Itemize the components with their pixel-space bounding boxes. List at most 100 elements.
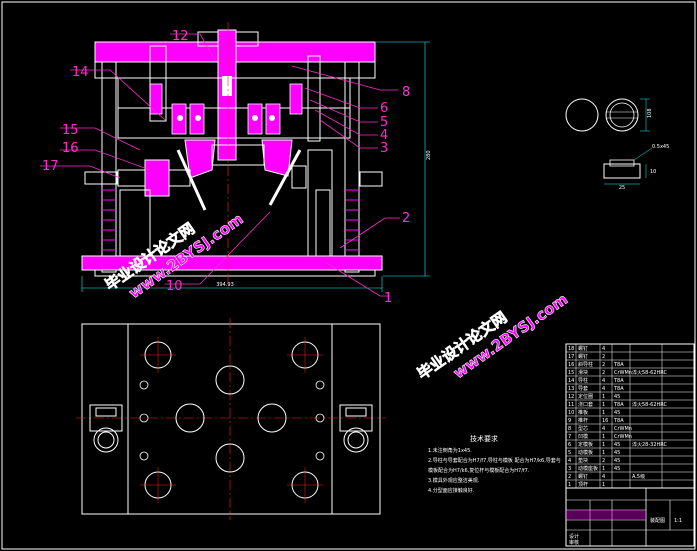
part-label-1: 1 — [384, 291, 392, 306]
bom-cell-name: 凹模 — [578, 433, 588, 440]
bom-cell-name: 动模座板 — [578, 465, 598, 472]
angle-pin-right — [268, 149, 302, 206]
bom-cell-mat: T8A — [613, 402, 624, 408]
tech-req-line-2: 2.导柱与导套配合为H7/f7,导柱与模板 配合为H7/k6,导套与 — [428, 457, 561, 464]
bom-cell-qty: 1 — [602, 466, 605, 472]
part-label-2: 2 — [402, 211, 410, 226]
slider-left — [184, 139, 216, 179]
detail-dim-right: 108 — [647, 108, 653, 118]
side-block — [144, 159, 170, 197]
bom-cell-no: 18 — [568, 346, 574, 352]
bom-cell-name: 导套 — [578, 385, 588, 392]
bom-cell-name: 浇口套 — [578, 401, 593, 408]
slider-guide — [211, 144, 265, 166]
bom-cell-mat: T8A — [613, 418, 624, 424]
plan-hole-centres — [140, 337, 323, 503]
side-bolt-right — [359, 171, 383, 187]
title-designer-label: 设计 — [569, 533, 579, 540]
bom-cell-name: 滑块 — [578, 369, 588, 376]
bom-cell-qty: 1 — [602, 410, 605, 416]
title-check-label: 审核 — [569, 539, 579, 546]
bom-cell-no: 12 — [568, 394, 574, 400]
guide-pillars — [101, 45, 360, 273]
bom-cell-no: 11 — [568, 402, 574, 408]
part-label-4: 4 — [380, 128, 388, 143]
bom-cell-qty: 2 — [602, 362, 605, 368]
bom-cell-no: 2 — [568, 474, 571, 480]
part-label-17: 17 — [42, 159, 59, 174]
detail-dim-height: 10 — [650, 169, 656, 175]
ejector-pins — [177, 115, 275, 121]
title-scale: 1:1 — [674, 518, 682, 524]
bom-cell-qty: 1 — [602, 402, 605, 408]
tech-req-line-3: 模板配合为H7/k6,复位杆与模板配合为H7/f7. — [428, 467, 530, 474]
dimension-lines — [81, 41, 430, 292]
bom-cell-name: 螺钉 — [578, 473, 588, 480]
bom-cell-mat: 45 — [614, 466, 620, 472]
bom-cell-qty: 2 — [602, 458, 605, 464]
part-label-3: 3 — [380, 141, 388, 156]
plan-view — [76, 318, 386, 520]
bom-cell-name: 顶杆 — [578, 481, 588, 488]
lifting-lug-right — [339, 404, 373, 453]
part-label-10: 10 — [166, 279, 183, 294]
bom-cell-qty: 4 — [602, 474, 605, 480]
leader-lines — [40, 33, 400, 297]
plan-outline — [81, 323, 381, 515]
bom-cell-qty: 1 — [602, 394, 605, 400]
detail-dim-chamfer: 0.5x45 — [652, 144, 669, 150]
plan-small-holes — [139, 380, 325, 461]
bom-cell-mat: 45 — [614, 394, 620, 400]
dim-width: 394.93 — [216, 282, 234, 288]
tech-req-line-5: 4.分型面应接触良好. — [428, 487, 475, 494]
detail-views — [565, 98, 653, 185]
part-label-6: 6 — [380, 101, 388, 116]
bom-cell-no: 5 — [568, 450, 571, 456]
bom-cell-name: 动模板 — [578, 449, 593, 456]
bom-cell-qty: 1 — [602, 434, 605, 440]
bom-cell-name: 斜导柱 — [578, 361, 593, 368]
lifting-lug-left — [89, 404, 123, 453]
bom-cell-mat: 45 — [614, 410, 620, 416]
bom-cell-no: 17 — [568, 354, 574, 360]
detail-dim-diameter: 25 — [619, 185, 625, 191]
title-drawing-name: 装配图 — [650, 517, 665, 524]
tech-req-line-4: 3.模具外观应整洁美观. — [428, 477, 480, 484]
part-label-8: 8 — [402, 85, 410, 100]
bom-cell-name: 定模板 — [578, 441, 593, 448]
bom-cell-no: 14 — [568, 378, 574, 384]
bom-cell-qty: 4 — [602, 386, 605, 392]
plan-large-holes — [144, 341, 319, 499]
tech-req-title: 技术要求 — [470, 434, 498, 443]
part-label-12: 12 — [172, 29, 189, 44]
bom-cell-name: 螺钉 — [578, 345, 588, 352]
bom-cell-qty: 16 — [602, 418, 608, 424]
bom-cell-note: A.5级 — [632, 473, 645, 480]
bom-cell-qty: 2 — [602, 370, 605, 376]
side-nut-right — [291, 165, 307, 189]
bom-cell-name: 导柱 — [578, 377, 588, 384]
bom-cell-qty: 4 — [602, 378, 605, 384]
bom-cell-qty: 1 — [602, 442, 605, 448]
bom-cell-mat: CrWMn — [614, 370, 632, 376]
bom-cell-name: 推板 — [578, 409, 588, 416]
base-plate — [94, 269, 376, 277]
bom-cell-no: 15 — [568, 370, 574, 376]
watermark-2: 毕业设计论文网 www.2BYSJ.com — [414, 290, 572, 384]
part-label-14: 14 — [72, 65, 89, 80]
bom-cell-mat: T8A — [613, 362, 624, 368]
spacer-block-left — [119, 189, 151, 257]
bom-cell-note: 淬火58-62HRC — [632, 369, 668, 376]
bom-cell-qty: 4 — [602, 346, 605, 352]
angle-pin-left — [176, 149, 207, 211]
bom-cell-name: 螺钉 — [578, 353, 588, 360]
bom-cell-no: 6 — [568, 442, 571, 448]
bom-cell-no: 9 — [568, 418, 571, 424]
bom-cell-no: 13 — [568, 386, 574, 392]
bom-cell-name: 型芯 — [578, 425, 588, 432]
bom-table — [565, 343, 695, 489]
bom-cell-no: 1 — [568, 482, 571, 488]
bom-cell-qty: 1 — [602, 450, 605, 456]
spacer-block-right — [315, 189, 331, 257]
